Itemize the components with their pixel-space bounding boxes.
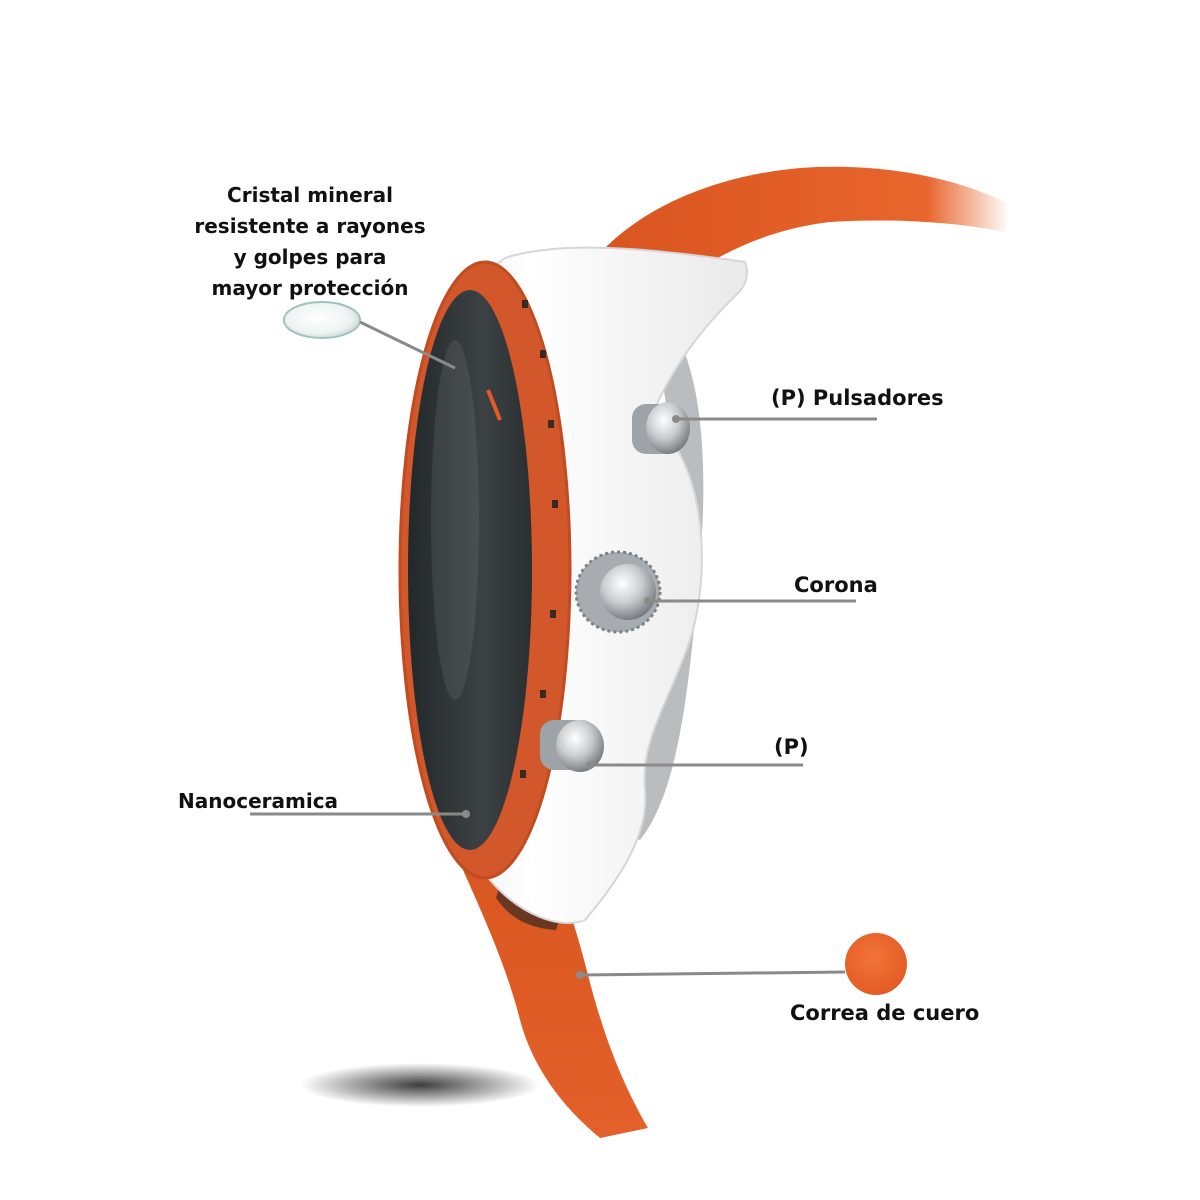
label-cristal-line-3: y golpes para bbox=[233, 245, 387, 269]
label-nanoceramica: Nanoceramica bbox=[178, 789, 339, 813]
lower-strap bbox=[452, 835, 648, 1138]
bottom-pusher bbox=[540, 720, 604, 772]
label-cristal-line-2: resistente a rayones bbox=[194, 214, 426, 238]
chrono-hand bbox=[486, 389, 502, 421]
label-cristal-line-1: Cristal mineral bbox=[227, 183, 393, 207]
leather-swatch-icon bbox=[845, 933, 907, 995]
mineral-crystal-icon bbox=[283, 301, 361, 339]
label-p: (P) bbox=[774, 735, 809, 759]
leader-correa bbox=[579, 970, 846, 977]
ground-shadow bbox=[300, 1063, 540, 1107]
leader-cristal bbox=[359, 320, 456, 370]
bezel-markings bbox=[520, 300, 558, 778]
crystal-highlight bbox=[431, 340, 479, 700]
dial bbox=[408, 290, 532, 850]
leader-dots bbox=[462, 415, 680, 979]
label-cristal-mineral: Cristal mineral resistente a rayones y g… bbox=[180, 180, 440, 304]
top-pusher bbox=[632, 402, 690, 454]
leader-lines bbox=[250, 320, 877, 977]
label-pulsadores: (P) Pulsadores bbox=[771, 386, 944, 410]
crown bbox=[574, 550, 662, 634]
label-corona: Corona bbox=[794, 573, 878, 597]
label-correa-de-cuero: Correa de cuero bbox=[790, 1001, 980, 1025]
label-cristal-line-4: mayor protección bbox=[211, 276, 409, 300]
